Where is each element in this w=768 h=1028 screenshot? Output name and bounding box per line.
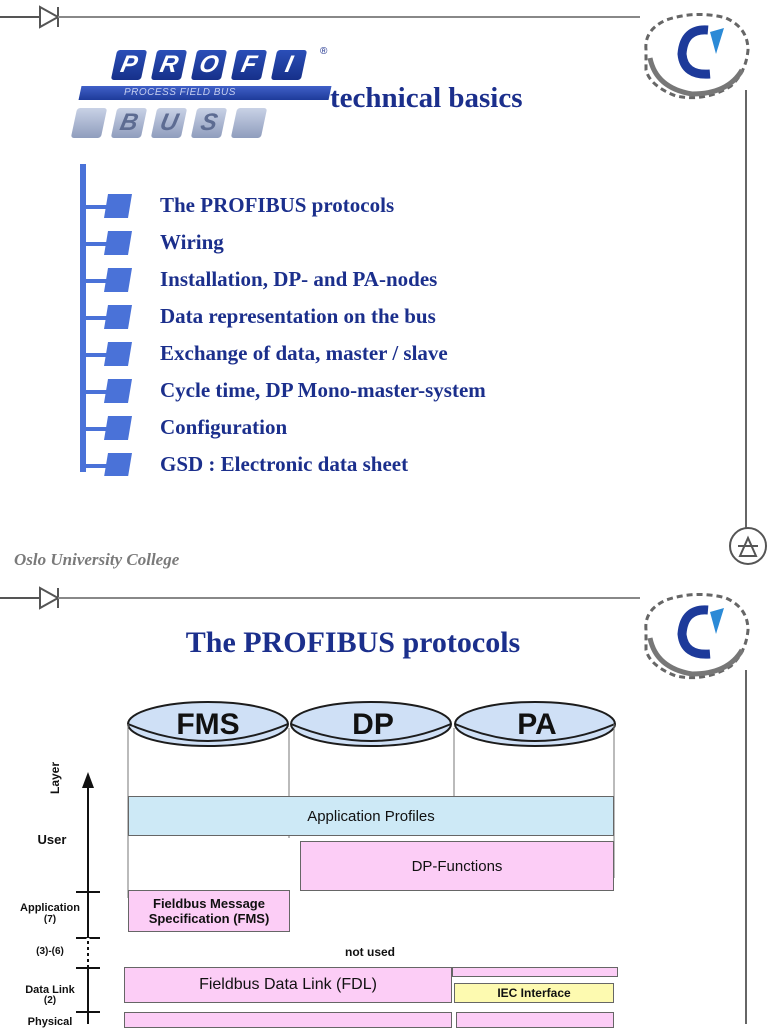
box-fdl-extension	[452, 967, 618, 977]
topic-item-8: GSD : Electronic data sheet	[160, 452, 409, 476]
box-physical-right	[456, 1012, 614, 1028]
right-side-rule	[729, 90, 767, 565]
protocol-dp: DP	[352, 708, 394, 741]
box-iec-interface: IEC Interface	[454, 983, 614, 1003]
slide-1-title: technical basics	[330, 82, 523, 114]
logo-letter-s: S	[190, 108, 228, 138]
protocol-header-ellipses	[127, 701, 616, 898]
logo-letter-u: U	[150, 108, 188, 138]
logo-letter-5: I	[270, 50, 308, 80]
topic-tree-bullets	[80, 164, 132, 476]
slide-2: The PROFIBUS protocols FMS DP PA	[0, 580, 768, 1028]
logo-letter-b: B	[110, 108, 148, 138]
slide-2-title: The PROFIBUS protocols	[185, 626, 521, 659]
box-fdl: Fieldbus Data Link (FDL)	[124, 967, 452, 1003]
slide-1: P R O F I ® PROCESS FIELD BUS B U S tech…	[0, 5, 767, 569]
protocol-diagram: FMS DP PA Layer User Application (7) (3)…	[0, 698, 720, 1028]
layer-label-application-num: (7)	[43, 914, 57, 925]
topic-item-3: Installation, DP- and PA-nodes	[160, 267, 438, 291]
box-fms-spec: Fieldbus Message Specification (FMS)	[128, 890, 290, 932]
layer-label-user: User	[37, 832, 67, 847]
topic-item-5: Exchange of data, master / slave	[160, 341, 448, 365]
footer-college-name: Oslo University College	[14, 550, 180, 569]
layer-axis-arrow	[76, 772, 100, 1024]
box-dp-functions: DP-Functions	[300, 841, 614, 891]
gear-logo-icon-2	[644, 593, 750, 680]
axis-label-layer: Layer	[48, 761, 62, 795]
protocol-pa: PA	[517, 708, 557, 741]
logo-letter-2: R	[150, 50, 188, 80]
label-not-used: not used	[345, 945, 395, 959]
protocol-fms: FMS	[176, 708, 240, 741]
topic-item-6: Cycle time, DP Mono-master-system	[160, 378, 486, 402]
logo-letter-3: O	[190, 50, 228, 80]
logo-letter-4: F	[230, 50, 268, 80]
box-application-profiles: Application Profiles	[128, 796, 614, 836]
profibus-logo: P R O F I ® PROCESS FIELD BUS B U S	[70, 46, 344, 150]
topic-item-2: Wiring	[160, 230, 224, 254]
logo-registered-mark: ®	[320, 46, 328, 57]
layer-label-middle: (3)-(6)	[36, 946, 64, 957]
logo-letter-1: P	[110, 50, 148, 80]
gear-logo-icon	[644, 13, 750, 100]
layer-label-data-link-num: (2)	[43, 995, 57, 1006]
right-side-rule-2	[745, 670, 747, 1024]
topic-item-7: Configuration	[160, 415, 288, 439]
logo-ghost-block	[70, 108, 108, 138]
logo-bus-text: PROCESS FIELD BUS	[124, 87, 236, 98]
layer-label-application: Application	[20, 902, 80, 914]
layer-label-data-link: Data Link	[25, 984, 75, 996]
box-physical-left	[124, 1012, 452, 1028]
header-connector-line	[0, 5, 640, 29]
topic-item-1: The PROFIBUS protocols	[160, 193, 395, 217]
header-connector-line-2	[0, 586, 640, 610]
logo-ghost-block-2	[230, 108, 268, 138]
topic-item-4: Data representation on the bus	[160, 304, 436, 328]
layer-label-physical: Physical	[27, 1016, 73, 1028]
